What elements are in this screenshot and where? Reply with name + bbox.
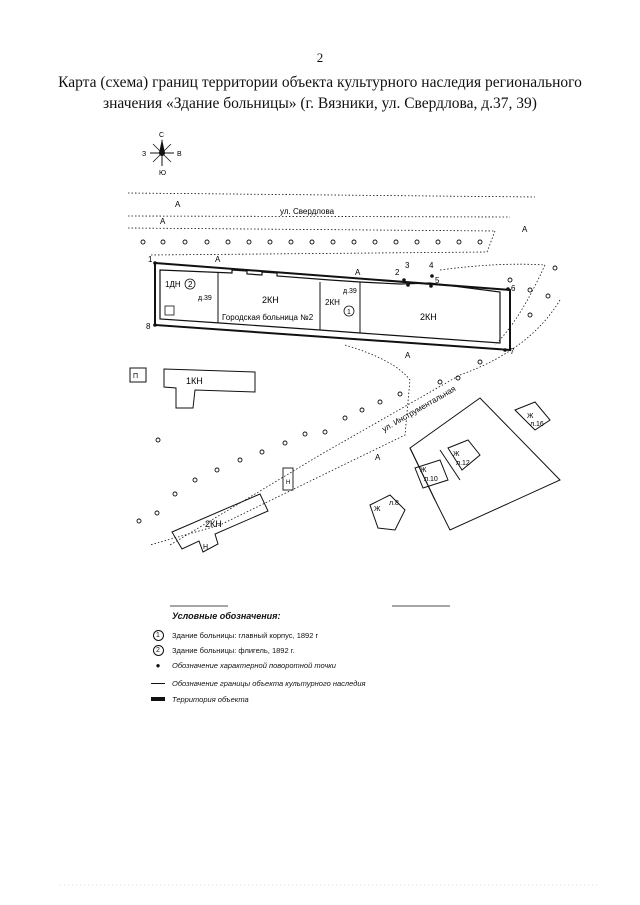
- residential-labels: Ж л.16 Ж л.12 Ж л.10 л.8 Ж: [374, 413, 544, 513]
- legend-item-main-building: 1 Здание больницы: главный корпус, 1892 …: [150, 628, 318, 642]
- point-symbol-icon: ●: [155, 660, 161, 670]
- point-label: 7: [510, 347, 515, 356]
- label-small-p: П: [133, 373, 138, 380]
- small-building-p: [129, 367, 147, 383]
- legend-symbol-2: 2: [152, 644, 164, 656]
- house-d39-right: д.39: [343, 288, 357, 295]
- legend-text-3: Обозначение характерной поворотной точки: [172, 660, 336, 670]
- label-1dn: 1ДН: [165, 280, 181, 289]
- zone-a-label: А: [215, 255, 221, 264]
- zone-a-label: А: [375, 453, 381, 462]
- point-label: 2: [395, 268, 400, 277]
- building-1kn-outline: [163, 368, 256, 409]
- zone-a-labels: А А А А А А А: [160, 200, 528, 462]
- legend-text-4: Обозначение границы объекта культурного …: [172, 678, 366, 688]
- document-title: Карта (схема) границ территории объекта …: [40, 72, 600, 114]
- legend-heading: Условные обозначения:: [172, 611, 281, 621]
- legend-text-5: Территория объекта: [172, 694, 249, 704]
- zh-label: Ж: [420, 467, 427, 474]
- zh-label: Ж: [527, 413, 534, 420]
- point-label: 3: [405, 261, 410, 270]
- point-label: 1: [148, 255, 153, 264]
- legend-text-1: Здание больницы: главный корпус, 1892 г: [172, 630, 319, 640]
- house-d16: л.16: [530, 421, 544, 428]
- label-n-lower: Н: [203, 544, 208, 551]
- boundary-line-icon: [150, 682, 166, 684]
- label-2kn-small: 2КН: [325, 298, 340, 307]
- legend-item-point: ● Обозначение характерной поворотной точ…: [150, 658, 336, 672]
- label-2kn-right: 2КН: [420, 312, 437, 322]
- zone-a-label: А: [522, 225, 528, 234]
- page-number: 2: [316, 50, 324, 65]
- compass-west: З: [142, 151, 146, 158]
- point-label: 5: [435, 276, 440, 285]
- legend-text-2: Здание больницы: флигель, 1892 г.: [172, 645, 295, 655]
- tree-row: [136, 239, 558, 524]
- zh-label: Ж: [453, 451, 460, 458]
- legend-item-territory: Территория объекта: [150, 692, 249, 706]
- label-2kn: 2КН: [262, 295, 279, 305]
- legend-item-wing: 2 Здание больницы: флигель, 1892 г.: [150, 643, 295, 657]
- zh-label: Ж: [374, 506, 381, 513]
- label-n-small: Н: [286, 480, 290, 486]
- point-label: 6: [511, 284, 516, 293]
- compass-south: Ю: [159, 170, 166, 177]
- street-lines: [127, 192, 561, 546]
- label-2kn-lower: 2КН: [205, 519, 222, 529]
- main-hospital-outline: [159, 269, 501, 344]
- label-1kn: 1КН: [186, 376, 203, 386]
- house-d12: л.12: [456, 460, 470, 467]
- legend-symbol-1: 1: [152, 629, 164, 641]
- title-line-1: Карта (схема) границ территории объекта …: [58, 74, 582, 91]
- marker-1-symbol: 1: [347, 309, 351, 316]
- compass-north: С: [159, 132, 164, 139]
- house-d10: л.10: [424, 476, 438, 483]
- point-labels: 1 2 3 4 5 6 7 8: [146, 255, 516, 356]
- hospital-name-label: Городская больница №2: [222, 313, 314, 322]
- zone-a-label: А: [160, 217, 166, 226]
- street-instrumentalnaya-label: ул. Инструментальная: [381, 384, 458, 434]
- territory-swatch-icon: [150, 697, 166, 701]
- point-label: 8: [146, 322, 151, 331]
- legend-item-boundary: Обозначение границы объекта культурного …: [150, 676, 366, 690]
- point-label: 4: [429, 261, 434, 270]
- title-line-2: значения «Здание больницы» (г. Вязники, …: [103, 95, 537, 112]
- zone-a-label: А: [355, 268, 361, 277]
- zone-a-label: А: [175, 200, 181, 209]
- zone-a-label: А: [405, 351, 411, 360]
- marker-2-symbol: 2: [188, 280, 193, 289]
- residential-lots: [369, 397, 561, 531]
- compass-east: В: [177, 151, 182, 158]
- building-2kn-lower-outline: [171, 493, 269, 553]
- boundary-points: [153, 261, 510, 352]
- house-d8: л.8: [389, 500, 399, 507]
- compass-rose: С Ю З В: [142, 132, 182, 177]
- heritage-boundary: [154, 261, 511, 352]
- house-d39-left: д.39: [198, 295, 212, 302]
- street-sverdlova-label: ул. Свердлова: [280, 207, 335, 216]
